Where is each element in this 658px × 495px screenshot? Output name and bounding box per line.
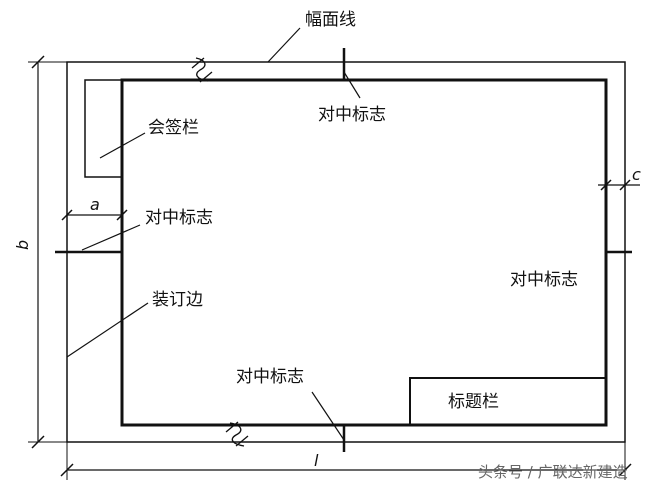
dim-label-l: l (314, 451, 319, 470)
leader-left-mark (81, 224, 141, 251)
label-centering-mark-top: 对中标志 (318, 105, 386, 125)
dim-c-bottom-symbol (225, 421, 249, 447)
leader-binding-edge (66, 302, 149, 358)
label-trim-line: 幅面线 (305, 10, 356, 30)
countersign-block-rect (84, 79, 123, 178)
dim-c-tick-right (619, 179, 631, 191)
dim-label-c: c (632, 165, 641, 184)
dim-a-tick-left (61, 209, 73, 221)
dim-label-a: a (90, 195, 100, 214)
leader-bottom-mark (311, 391, 345, 441)
title-block-rect (409, 377, 607, 426)
label-centering-mark-bottom: 对中标志 (236, 367, 304, 387)
dim-c-top-symbol (191, 57, 213, 83)
leader-trim-line (267, 27, 301, 63)
dim-l-tick-right (618, 463, 632, 477)
label-binding-edge: 装订边 (152, 290, 203, 310)
dim-a-tick-right (116, 209, 128, 221)
label-centering-mark-left: 对中标志 (145, 208, 213, 228)
dim-c-tick-left (600, 179, 612, 191)
dim-l-tick-left (60, 463, 74, 477)
leader-countersign (99, 132, 146, 159)
dim-b-tick-bottom (31, 435, 45, 449)
label-title-block: 标题栏 (448, 392, 499, 412)
label-centering-mark-right: 对中标志 (510, 270, 578, 290)
label-countersign-block: 会签栏 (148, 118, 199, 138)
dim-label-b: b (13, 240, 32, 250)
dim-b-tick-top (31, 55, 45, 69)
watermark-text: 头条号 / 广联达新建造 (478, 463, 628, 481)
leader-top-mark (343, 71, 361, 99)
